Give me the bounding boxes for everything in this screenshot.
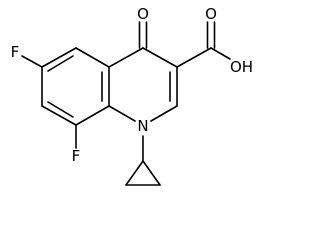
fluorine-8-label: F (72, 147, 81, 165)
bond-c5-c4a (75, 47, 110, 68)
bond-cooh-oh (210, 47, 231, 60)
bond-n1-c8a (108, 105, 136, 122)
bond-c8-c7-inner (47, 101, 74, 118)
pyridone-ring (108, 47, 178, 122)
bond-c6-c5 (41, 47, 77, 68)
fluorine-8-group: F (72, 124, 81, 165)
bond-c3-cooh (176, 47, 212, 68)
fluorine-6-label: F (11, 43, 20, 61)
keto-oxygen-label: O (137, 5, 149, 23)
carboxylic-acid-group: O OH (176, 5, 253, 76)
bond-c8-c7 (41, 105, 77, 126)
bond-c8a-c8 (75, 105, 110, 126)
bond-c2-n1 (150, 105, 178, 122)
hydroxyl-label: OH (230, 58, 253, 76)
bond-c4-c3 (142, 47, 178, 68)
fluorine-6-group: F (11, 43, 43, 68)
cyclopropyl-group (125, 135, 161, 186)
benzene-ring (41, 47, 110, 126)
keto-group: O (137, 5, 149, 49)
bond-c4a-c4 (108, 47, 144, 68)
cyclopropyl-bond-left (125, 160, 144, 186)
bond-c6-f (21, 55, 43, 68)
bond-c6-c5-inner (47, 55, 74, 72)
chemical-structure: O O OH N F F (11, 5, 253, 186)
cyclopropyl-bond-right (142, 160, 161, 186)
nitrogen-label: N (137, 117, 148, 135)
carboxyl-oxygen-label: O (205, 5, 217, 23)
